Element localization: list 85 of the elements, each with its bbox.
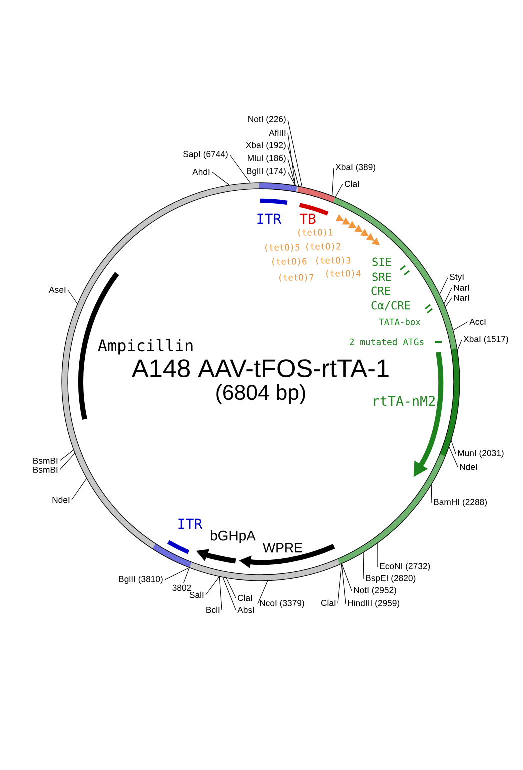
restriction-site-label: BglII (174) bbox=[247, 168, 286, 176]
leader-line bbox=[164, 567, 190, 580]
feature-label: ITR bbox=[258, 214, 282, 224]
restriction-site-label: NotI (2952) bbox=[354, 586, 396, 596]
restriction-site-label: ClaI bbox=[345, 180, 360, 188]
feature-label: SIE bbox=[372, 258, 392, 266]
leader-line bbox=[444, 288, 452, 305]
restriction-site-label: BsmBI bbox=[34, 466, 58, 474]
feature-label: (tetO)1 bbox=[298, 229, 333, 237]
leader-line bbox=[332, 168, 334, 197]
restriction-site-label: NarI bbox=[454, 294, 470, 302]
feature-label: WPRE bbox=[263, 543, 302, 553]
leader-line bbox=[451, 440, 456, 454]
restriction-site-label: XbaI (192) bbox=[246, 142, 286, 150]
restriction-site-label: ClaI bbox=[321, 600, 336, 606]
leader-line bbox=[60, 450, 74, 462]
leader-line bbox=[288, 120, 303, 188]
leader-line bbox=[60, 453, 76, 470]
restriction-site-label: HindIII (2959) bbox=[348, 600, 400, 608]
leader-line bbox=[335, 184, 344, 198]
leader-line bbox=[363, 552, 364, 580]
feature-label: (tetO)2 bbox=[306, 243, 341, 251]
feature-label: TB bbox=[300, 214, 316, 224]
leader-line bbox=[342, 563, 346, 604]
leader-line bbox=[222, 577, 236, 610]
restriction-site-label: XbaI (389) bbox=[336, 164, 376, 172]
leader-line bbox=[288, 158, 296, 186]
leader-line bbox=[448, 446, 458, 468]
restriction-site-label: NdeI bbox=[52, 496, 70, 504]
feature-label: ITR bbox=[178, 518, 203, 530]
restriction-site-label: NotI (226) bbox=[248, 116, 286, 124]
feature-label: (tetO)5 bbox=[266, 244, 300, 252]
restriction-site-label: AflIII bbox=[269, 130, 286, 136]
leader-line bbox=[288, 146, 300, 187]
restriction-site-label: SapI (6744) bbox=[184, 150, 228, 160]
leader-line bbox=[206, 576, 220, 596]
leader-line bbox=[230, 154, 251, 184]
restriction-site-label: 3802 bbox=[172, 584, 192, 592]
restriction-site-label: AbsI bbox=[238, 606, 254, 614]
leader-line bbox=[219, 576, 222, 610]
restriction-site-label: BglII (3810) bbox=[119, 576, 163, 584]
leader-line bbox=[258, 580, 268, 604]
restriction-site-label: MunI (2031) bbox=[458, 450, 504, 458]
restriction-site-label: ClaI bbox=[238, 594, 252, 602]
leader-line bbox=[72, 478, 88, 500]
leader-line bbox=[226, 578, 236, 598]
restriction-site-label: BclI bbox=[206, 606, 220, 614]
leader-line bbox=[68, 290, 78, 305]
feature-label: Ampicillin bbox=[98, 339, 193, 355]
restriction-site-label: SalI bbox=[190, 592, 204, 598]
leader-line bbox=[183, 567, 190, 584]
restriction-site-label: StyI bbox=[450, 274, 464, 282]
feature-label: (tetO)3 bbox=[316, 257, 351, 265]
leader-line bbox=[440, 278, 448, 296]
feature-label: bGHpA bbox=[210, 530, 256, 544]
feature-label: CRE bbox=[372, 286, 390, 296]
feature-label: SRE bbox=[372, 272, 392, 282]
restriction-site-label: BspEI (2820) bbox=[366, 574, 416, 584]
restriction-site-label: NarI bbox=[454, 284, 470, 292]
restriction-site-label: XbaI (1517) bbox=[464, 336, 508, 344]
leader-line bbox=[431, 484, 432, 504]
restriction-site-label: NdeI bbox=[460, 464, 478, 470]
feature-label: (tetO)6 bbox=[272, 258, 307, 266]
feature-label: rtTA-nM2 bbox=[374, 396, 435, 406]
restriction-site-label: AccI bbox=[470, 318, 486, 326]
restriction-site-label: AseI bbox=[49, 286, 66, 294]
feature-label: Cα/CRE bbox=[372, 301, 410, 311]
restriction-site-label: AhdI bbox=[192, 168, 210, 176]
restriction-site-label: MluI (186) bbox=[248, 154, 286, 164]
leader-line bbox=[338, 563, 342, 604]
leader-line bbox=[342, 563, 352, 592]
restriction-site-label: BsmBI bbox=[34, 458, 58, 464]
restriction-site-label: EcoNI (2732) bbox=[380, 562, 430, 572]
leader-line bbox=[452, 322, 468, 331]
feature-label: (tetO)4 bbox=[326, 270, 361, 278]
leader-line bbox=[288, 172, 296, 186]
leader-line bbox=[457, 340, 462, 352]
restriction-site-label: NcoI (3379) bbox=[260, 600, 304, 608]
restriction-site-label: BamHI (2288) bbox=[434, 498, 487, 508]
feature-label: (tetO)7 bbox=[280, 274, 314, 282]
feature-label: 2 mutated ATGs bbox=[350, 338, 424, 346]
leader-line bbox=[288, 132, 296, 186]
feature-label: TATA-box bbox=[379, 318, 421, 326]
leader-line bbox=[212, 172, 230, 186]
leader-line bbox=[445, 298, 452, 308]
